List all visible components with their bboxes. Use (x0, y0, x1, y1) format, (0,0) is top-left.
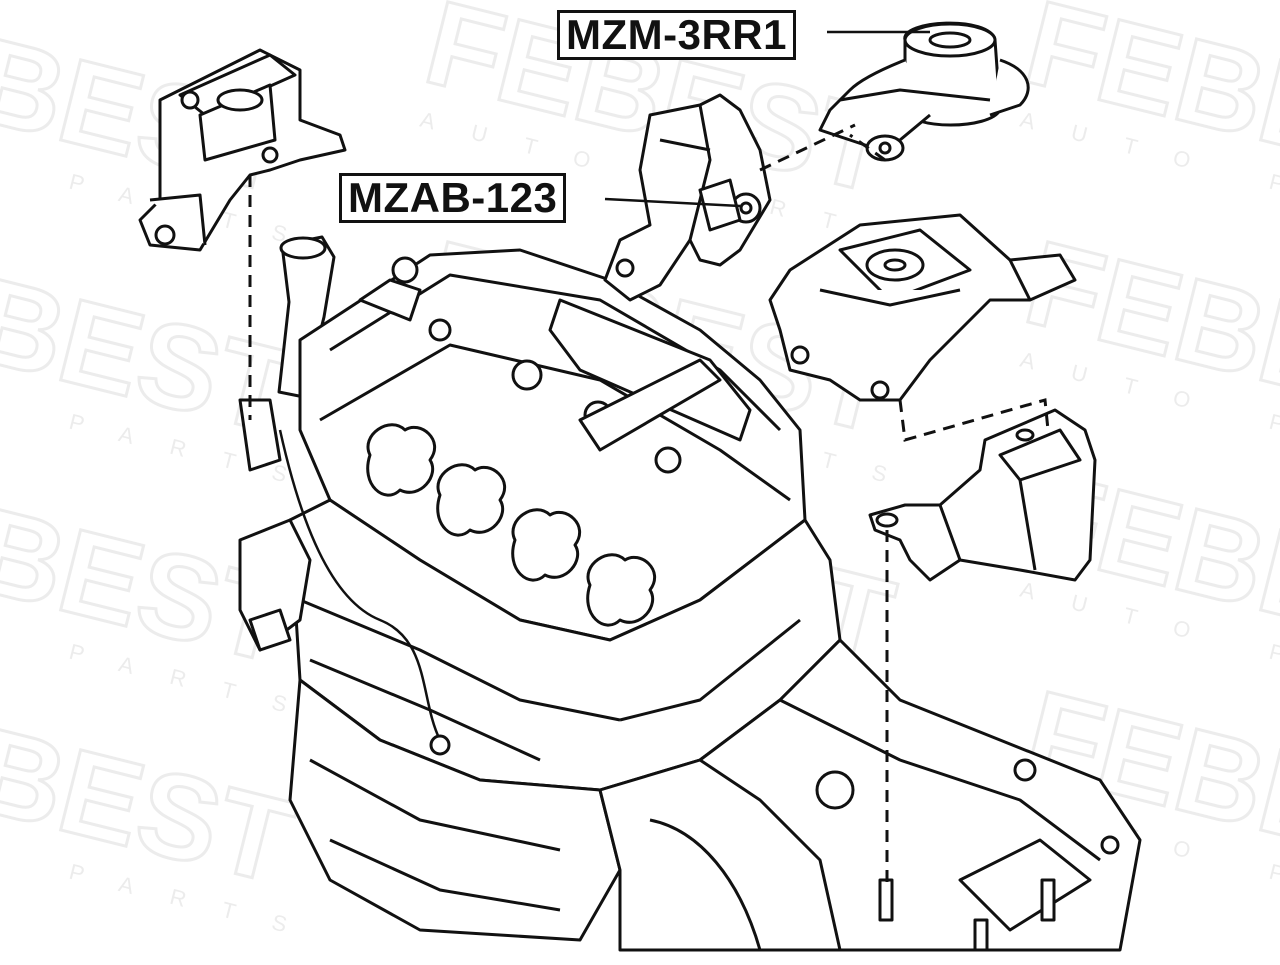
bracket-mzab-123 (603, 93, 772, 302)
intake-port (436, 463, 507, 537)
callout-leaders (604, 30, 930, 208)
upper-mount-mzm-3rr1 (818, 21, 1030, 162)
label-mzm-3rr1: MZM-3RR1 (557, 10, 796, 60)
intake-port (511, 508, 582, 582)
engine-block (238, 235, 842, 942)
assembly-lines (248, 123, 1050, 890)
intake-port (586, 553, 657, 627)
transmission (598, 638, 1142, 952)
transmission-mount (768, 213, 1077, 402)
watermark-brand: FEBEST (1014, 0, 1280, 220)
intake-port (366, 423, 437, 497)
label-mzab-123: MZAB-123 (339, 173, 567, 223)
lower-transmission-mount (868, 408, 1097, 582)
engine-side-mount (138, 48, 347, 252)
